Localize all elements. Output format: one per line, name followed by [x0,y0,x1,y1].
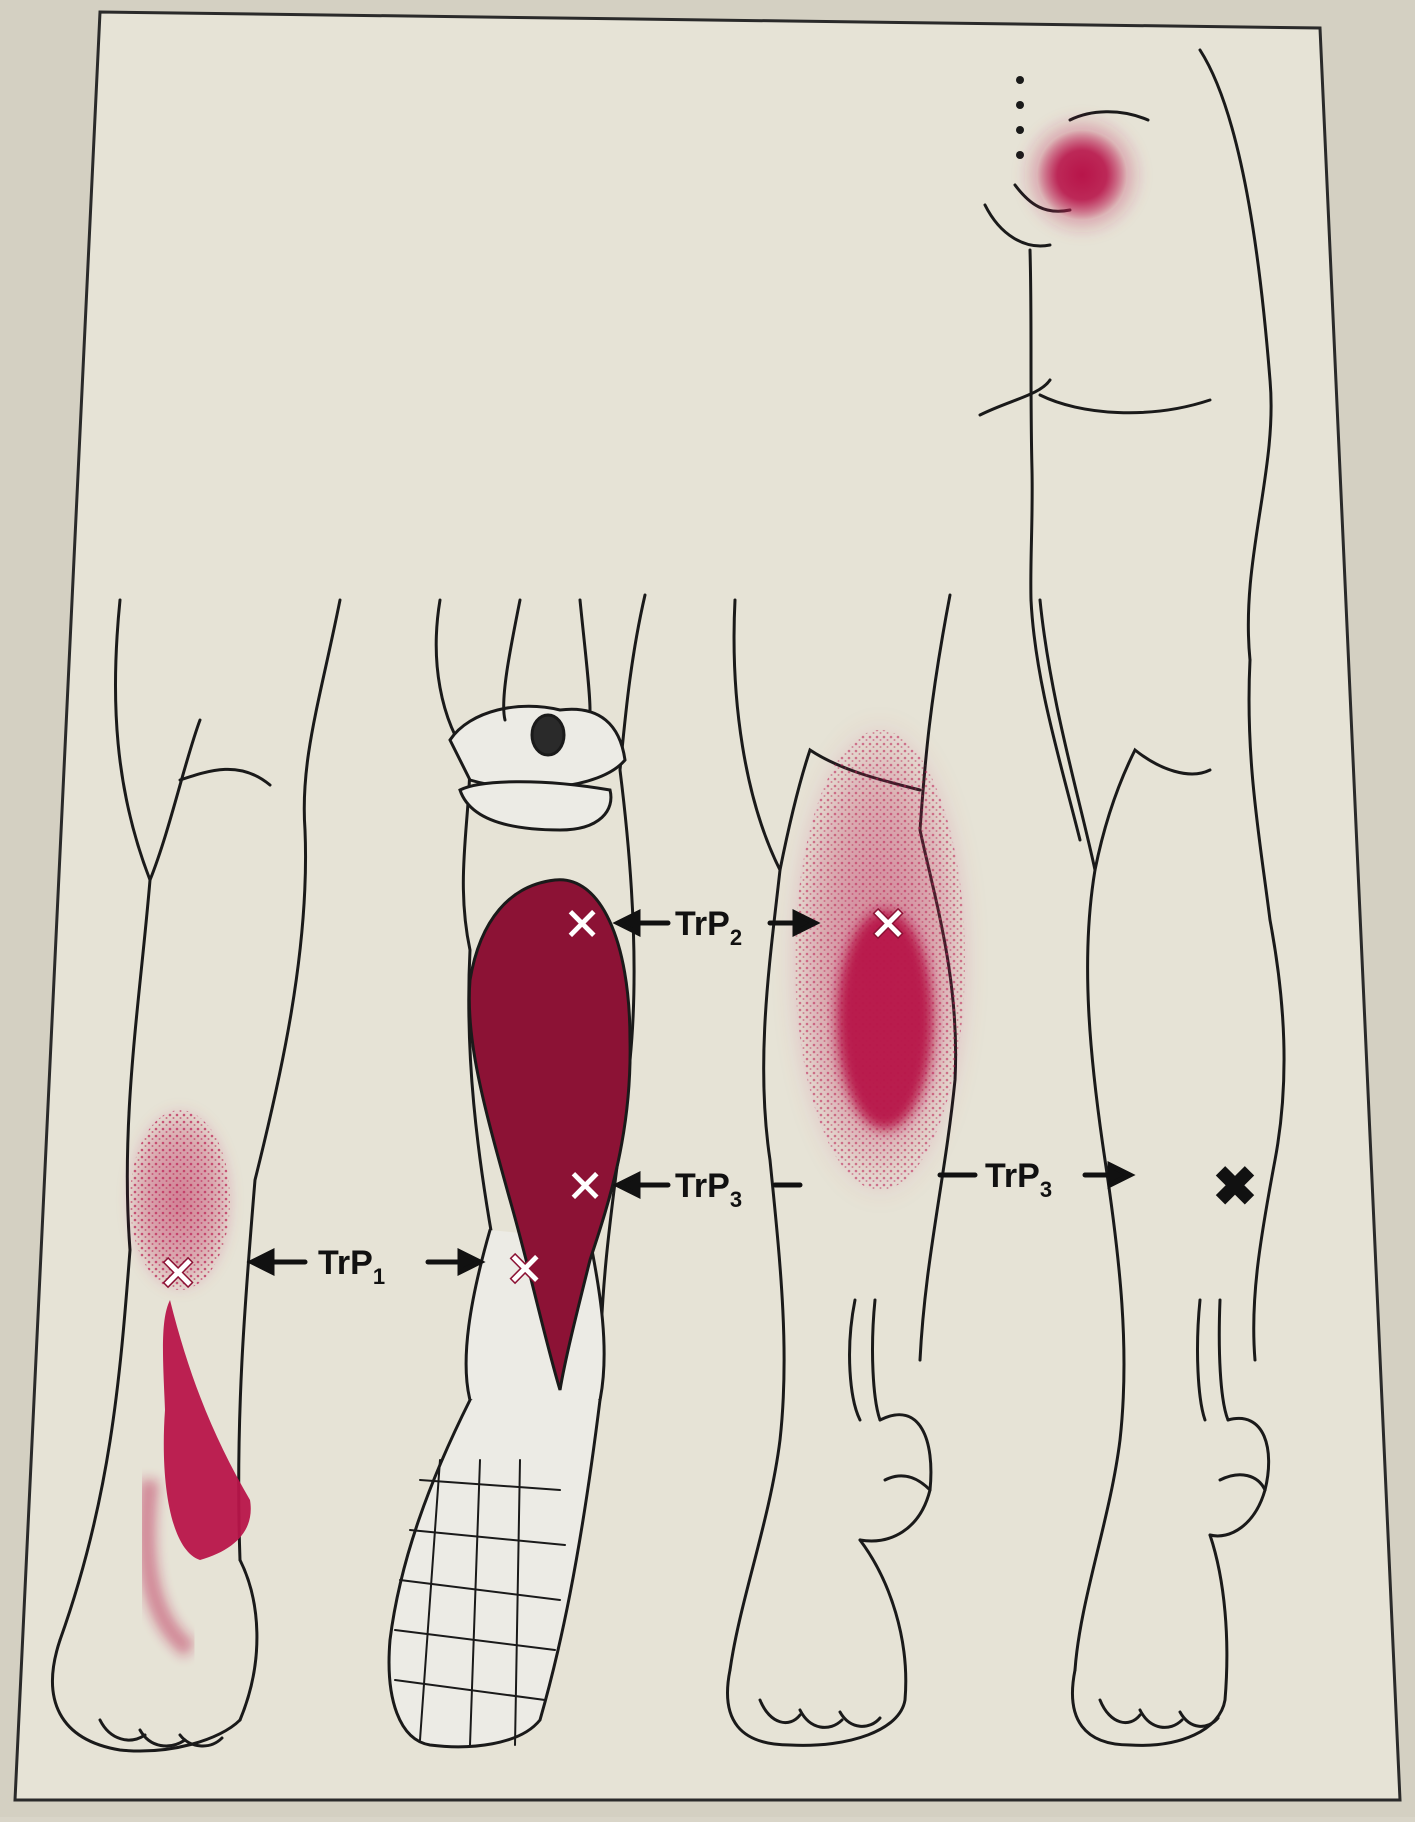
spine-dot [1016,76,1024,84]
trigger-point-marker-leg1: × [161,1240,195,1305]
trigger-point-marker-trp1: × [508,1236,542,1301]
sacroiliac-pain-zone [1020,113,1144,237]
posterior-trigger-point-marker: ✖ [1212,1157,1257,1217]
trigger-point-marker-trp3: × [568,1153,602,1218]
leg2-fibular-head [532,715,564,755]
spine-dot [1016,126,1024,134]
leg3-referred-pain-zone [790,720,970,1200]
trigger-point-marker-leg3: × [871,891,905,956]
midline [1030,250,1032,600]
trigger-point-marker-trp2: × [565,891,599,956]
spine-dot [1016,101,1024,109]
